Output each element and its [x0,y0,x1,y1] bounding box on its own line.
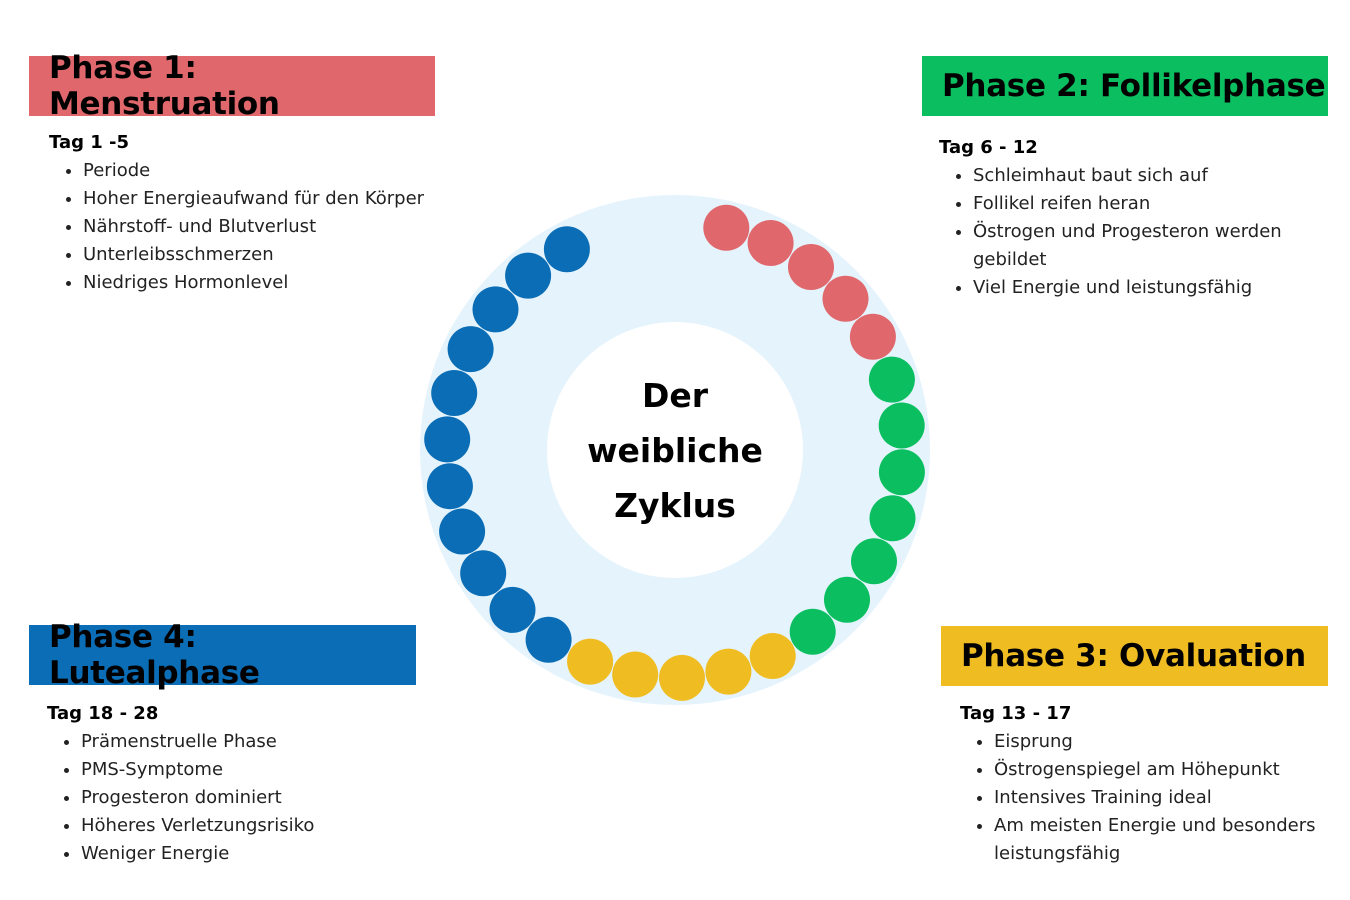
list-item: Weniger Energie [81,840,467,868]
list-item: Hoher Energieaufwand für den Körper [83,185,469,213]
list-item: Östrogen und Progesteron werden gebildet [973,218,1329,274]
phase-2-title: Phase 2: Follikelphase [942,68,1326,104]
day-dot-5 [849,313,896,360]
day-dot-11 [824,576,870,623]
phase-2-list: Schleimhaut baut sich auf Follikel reife… [939,162,1329,302]
cycle-center [547,322,803,578]
list-item: PMS-Symptome [81,756,467,784]
cycle-title-line-1: Der [641,376,709,415]
day-dot-27 [505,252,552,299]
day-dot-20 [460,550,507,597]
list-item: Nährstoff- und Blutverlust [83,213,469,241]
list-item: Unterleibsschmerzen [83,241,469,269]
phase-4-list: Prämenstruelle Phase PMS-Symptome Proges… [47,728,467,868]
list-item: Am meisten Energie und besonders leistun… [994,812,1328,868]
day-dot-4 [822,275,869,322]
day-dot-12 [789,608,836,655]
list-item: Niedriges Hormonlevel [83,269,469,297]
phase-3-header: Phase 3: Ovaluation [941,626,1328,686]
list-item: Eisprung [994,728,1328,756]
day-dot-16 [612,651,659,698]
phase-4-title: Phase 4: Lutealphase [49,619,260,691]
day-dot-23 [424,416,471,463]
list-item: Progesteron dominiert [81,784,467,812]
day-dot-15 [659,654,705,701]
phase-2-days: Tag 6 - 12 [939,137,1038,158]
phase-1-days: Tag 1 -5 [49,132,130,153]
day-dot-2 [747,220,794,266]
day-dot-8 [878,449,925,496]
phase-4-details: Tag 18 - 28 Prämenstruelle Phase PMS-Sym… [47,703,467,868]
phase-4-header: Phase 4: Lutealphase [29,619,416,691]
phase-1-header: Phase 1: Menstruation [29,50,435,122]
day-dot-26 [472,286,519,333]
day-dot-10 [851,538,897,585]
phase-3-details: Tag 13 - 17 Eisprung Östrogenspiegel am … [960,703,1328,868]
cycle-title: Der weibliche Zyklus [555,368,795,533]
cycle-title-line-3: Zyklus [614,486,736,525]
day-dot-24 [431,370,478,416]
day-dot-19 [489,586,536,633]
list-item: Follikel reifen heran [973,190,1329,218]
list-item: Viel Energie und leistungsfähig [973,274,1329,302]
day-dot-9 [869,495,916,542]
list-item: Östrogenspiegel am Höhepunkt [994,756,1328,784]
list-item: Intensives Training ideal [994,784,1328,812]
list-item: Periode [83,157,469,185]
day-dot-21 [439,508,486,555]
phase-3-title: Phase 3: Ovaluation [961,638,1306,674]
phase-2-details: Tag 6 - 12 Schleimhaut baut sich auf Fol… [939,137,1329,302]
day-dot-6 [868,356,915,403]
day-dot-25 [447,326,494,373]
day-dot-7 [878,402,925,449]
phase-1-title: Phase 1: Menstruation [49,50,280,122]
phase-1-list: Periode Hoher Energieaufwand für den Kör… [49,157,469,297]
day-dot-3 [788,244,834,290]
day-dot-22 [426,463,473,510]
day-dot-1 [703,204,750,251]
phase-1-details: Tag 1 -5 Periode Hoher Energieaufwand fü… [49,132,469,297]
day-dot-13 [749,633,796,679]
list-item: Schleimhaut baut sich auf [973,162,1329,190]
phase-3-list: Eisprung Östrogenspiegel am Höhepunkt In… [960,728,1328,868]
phase-4-days: Tag 18 - 28 [47,703,159,724]
day-dot-17 [567,638,614,685]
cycle-title-line-2: weibliche [587,431,763,470]
list-item: Höheres Verletzungsrisiko [81,812,467,840]
phase-2-header: Phase 2: Follikelphase [922,56,1328,116]
day-dot-28 [543,226,590,273]
day-dot-18 [525,616,572,663]
phase-3-days: Tag 13 - 17 [960,703,1072,724]
list-item: Prämenstruelle Phase [81,728,467,756]
day-dot-14 [705,648,752,695]
cycle-day-dots [424,204,925,701]
